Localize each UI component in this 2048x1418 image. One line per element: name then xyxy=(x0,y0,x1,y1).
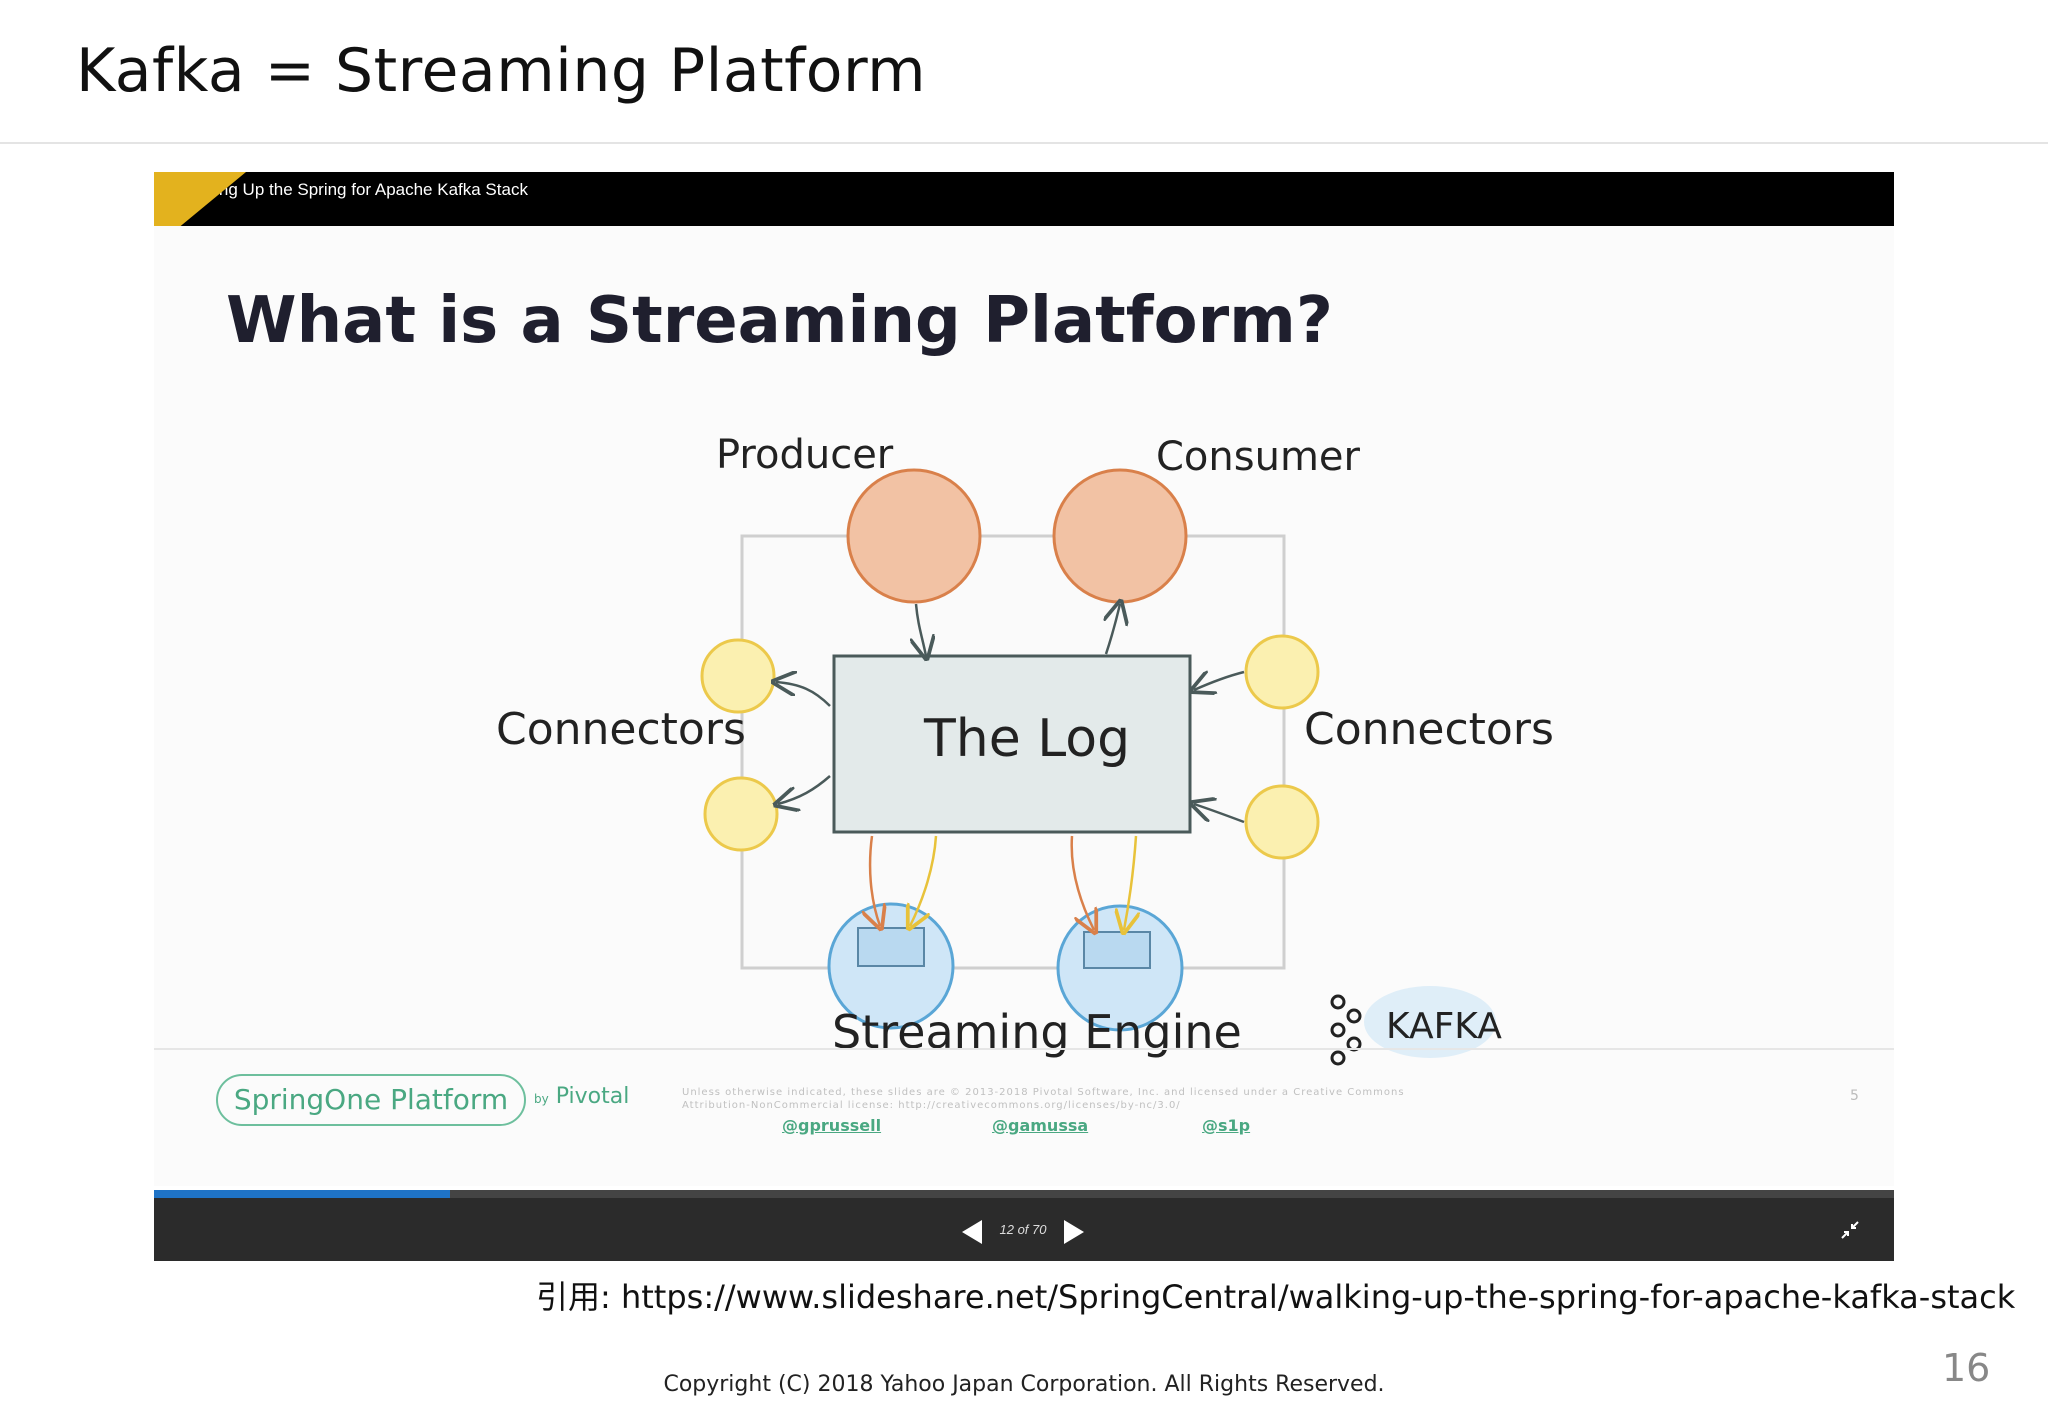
arrow-log-to-connector-lt xyxy=(776,682,831,707)
slide-counter: 12 of 70 xyxy=(999,1222,1047,1237)
connector-left-top xyxy=(700,638,776,714)
connector-right-top xyxy=(1244,634,1320,710)
engine-box-right xyxy=(1083,931,1151,969)
embedded-slide: What is a Streaming Platform? xyxy=(154,226,1894,1186)
by-pivotal-logo: by Pivotal xyxy=(534,1084,629,1109)
connector-right-bottom xyxy=(1244,784,1320,860)
title-divider xyxy=(0,142,2048,144)
handle-gprussell: @gprussell xyxy=(782,1116,882,1135)
citation: 引用: https://www.slideshare.net/SpringCen… xyxy=(536,1278,2016,1316)
arrow-engine-right-to-log xyxy=(1124,835,1136,930)
log-box xyxy=(832,654,1192,834)
kafka-logo: KAFKA xyxy=(1330,986,1502,1066)
kafka-logo-mark xyxy=(1330,994,1362,1066)
streaming-engine-label: Streaming Engine xyxy=(832,1005,1242,1059)
progress-fill xyxy=(154,1190,450,1198)
player-controls: 12 of 70 xyxy=(154,1198,1894,1261)
kafka-logo-text: KAFKA xyxy=(1386,1006,1502,1047)
arrow-connector-rb-to-log xyxy=(1194,804,1245,824)
connectors-left-label: Connectors xyxy=(496,704,746,755)
producer-label: Producer xyxy=(716,432,894,478)
slide-title: Kafka = Streaming Platform xyxy=(76,36,927,106)
consumer-label: Consumer xyxy=(1156,434,1361,480)
springone-logo: SpringOne Platform xyxy=(216,1074,526,1126)
connectors-right-label: Connectors xyxy=(1304,704,1554,755)
next-slide-button[interactable] xyxy=(1064,1220,1084,1244)
page-number: 16 xyxy=(1942,1346,1991,1390)
progress-bar[interactable] xyxy=(154,1190,1894,1198)
arrow-engine-left-to-log xyxy=(910,835,938,926)
arrow-log-to-engine-left xyxy=(870,835,880,926)
by-text: by xyxy=(534,1092,549,1106)
prev-slide-button[interactable] xyxy=(962,1220,982,1244)
embed-top-bar: Walking Up the Spring for Apache Kafka S… xyxy=(154,172,1894,226)
pivotal-text: Pivotal xyxy=(555,1084,630,1109)
copyright: Copyright (C) 2018 Yahoo Japan Corporati… xyxy=(663,1372,1385,1397)
engine-box-left xyxy=(857,927,925,967)
inner-heading: What is a Streaming Platform? xyxy=(226,284,1333,358)
embed-title[interactable]: Walking Up the Spring for Apache Kafka S… xyxy=(178,180,528,199)
handle-s1p: @s1p xyxy=(1202,1116,1251,1135)
arrow-log-to-consumer xyxy=(1106,604,1120,655)
arrow-log-to-engine-right xyxy=(1070,835,1094,930)
handle-gamussa: @gamussa xyxy=(992,1116,1089,1135)
exit-fullscreen-icon[interactable] xyxy=(1840,1220,1860,1240)
connector-left-bottom xyxy=(703,776,779,852)
inner-page-number: 5 xyxy=(1850,1088,1859,1104)
kafka-logo-glow xyxy=(1364,986,1496,1058)
slideshare-embed: Walking Up the Spring for Apache Kafka S… xyxy=(154,172,1894,1261)
arrow-producer-to-log xyxy=(916,603,926,656)
producer-circle xyxy=(846,468,982,604)
arrow-log-to-connector-lb xyxy=(778,775,831,804)
arrow-connector-rt-to-log xyxy=(1194,672,1245,690)
inner-legal-text: Unless otherwise indicated, these slides… xyxy=(682,1087,1405,1111)
streaming-platform-diagram: Producer Consumer Connectors Connectors … xyxy=(496,432,1554,1066)
log-label: The Log xyxy=(923,709,1130,769)
consumer-circle xyxy=(1052,468,1188,604)
inner-footer-divider xyxy=(154,1048,1894,1050)
